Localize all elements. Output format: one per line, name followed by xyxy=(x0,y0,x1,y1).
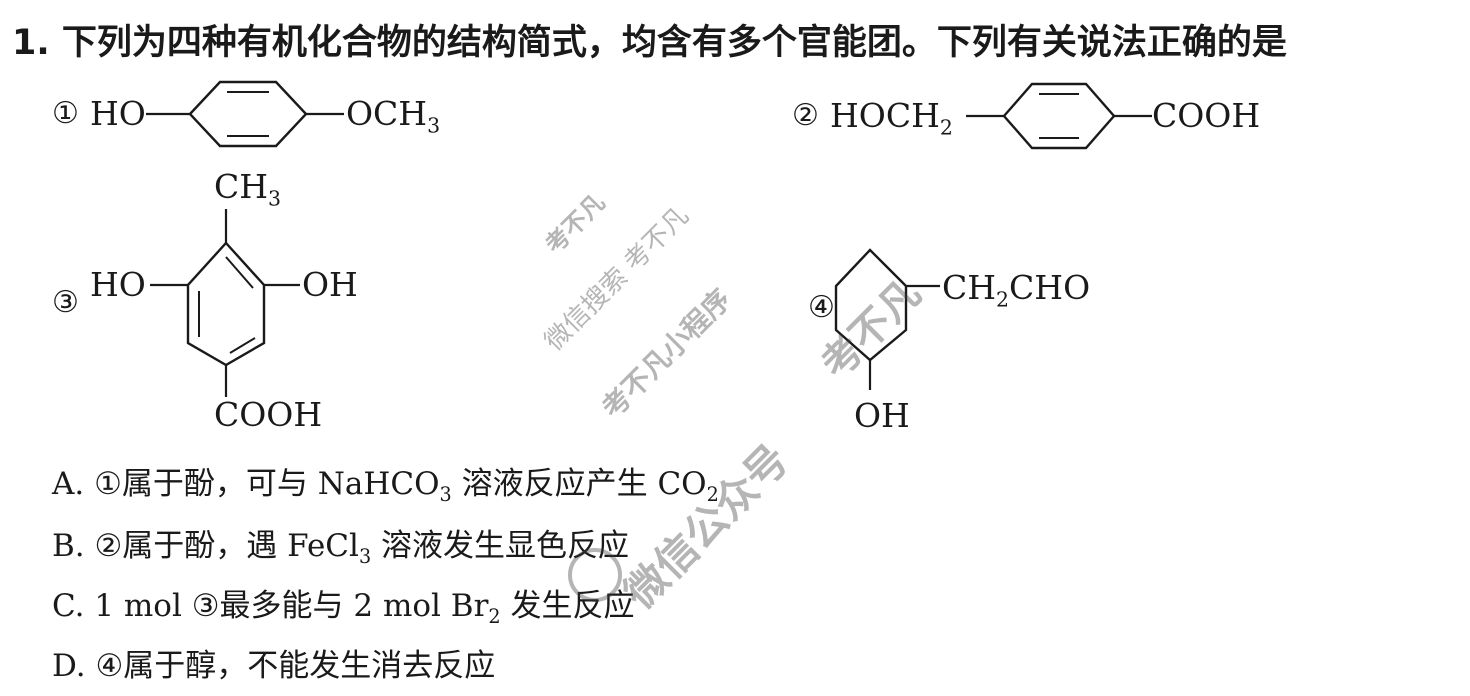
structure-3-top-group: CH3 xyxy=(214,167,282,211)
option-a[interactable]: A. ①属于酚，可与 NaHCO3 溶液反应产生 CO2 xyxy=(52,458,719,506)
watermark-2: 微信搜索 考不凡 xyxy=(539,201,695,357)
structure-3-left-group: HO xyxy=(90,265,146,304)
structure-3-right-group: OH xyxy=(302,265,358,304)
option-d-text: ④属于醇，不能发生消去反应 xyxy=(95,648,496,684)
option-c[interactable]: C. 1 mol ③最多能与 2 mol Br2 发生反应 xyxy=(52,580,634,628)
structure-4-number: ④ xyxy=(808,290,835,325)
question-text: 1. 下列为四种有机化合物的结构简式，均含有多个官能团。下列有关说法正确的是 xyxy=(12,23,1287,63)
structure-2: ② HOCH2 COOH xyxy=(792,80,1272,160)
watermark-1: 考不凡 xyxy=(539,188,611,260)
structure-3-number: ③ xyxy=(52,285,79,320)
benzene-ring-3 xyxy=(150,209,300,397)
benzene-ring-2 xyxy=(966,82,1152,150)
structure-4: ④ CH2CHO OH xyxy=(808,240,1128,440)
cyclohexane-ring-4 xyxy=(834,248,940,390)
structure-3: CH3 ③ HO OH COOH xyxy=(52,165,432,435)
option-b[interactable]: B. ②属于酚，遇 FeCl3 溶液发生显色反应 xyxy=(52,520,629,568)
structure-2-left-group: HOCH2 xyxy=(830,96,953,140)
structure-4-right-group: CH2CHO xyxy=(942,268,1091,312)
option-b-label: B. xyxy=(52,528,85,564)
option-a-text: ①属于酚，可与 NaHCO3 溶液反应产生 CO2 xyxy=(94,466,719,507)
option-b-text: ②属于酚，遇 FeCl3 溶液发生显色反应 xyxy=(94,528,630,569)
option-d[interactable]: D. ④属于醇，不能发生消去反应 xyxy=(52,640,495,685)
structure-2-right-group: COOH xyxy=(1152,96,1261,135)
structure-4-bottom-group: OH xyxy=(854,396,910,435)
watermark-3: 考不凡小程序 xyxy=(595,282,738,425)
structure-1: ① HO OCH3 xyxy=(52,80,472,160)
structure-2-number: ② xyxy=(792,98,819,133)
structure-1-right-group: OCH3 xyxy=(346,94,441,138)
option-d-label: D. xyxy=(52,648,86,684)
option-c-text: 1 mol ③最多能与 2 mol Br2 发生反应 xyxy=(94,588,635,629)
structure-3-bottom-group: COOH xyxy=(214,395,323,434)
option-a-label: A. xyxy=(52,466,85,502)
structure-1-number: ① xyxy=(52,96,79,131)
option-c-label: C. xyxy=(52,588,85,624)
benzene-ring-1 xyxy=(146,80,344,148)
structure-1-left-group: HO xyxy=(90,94,146,133)
